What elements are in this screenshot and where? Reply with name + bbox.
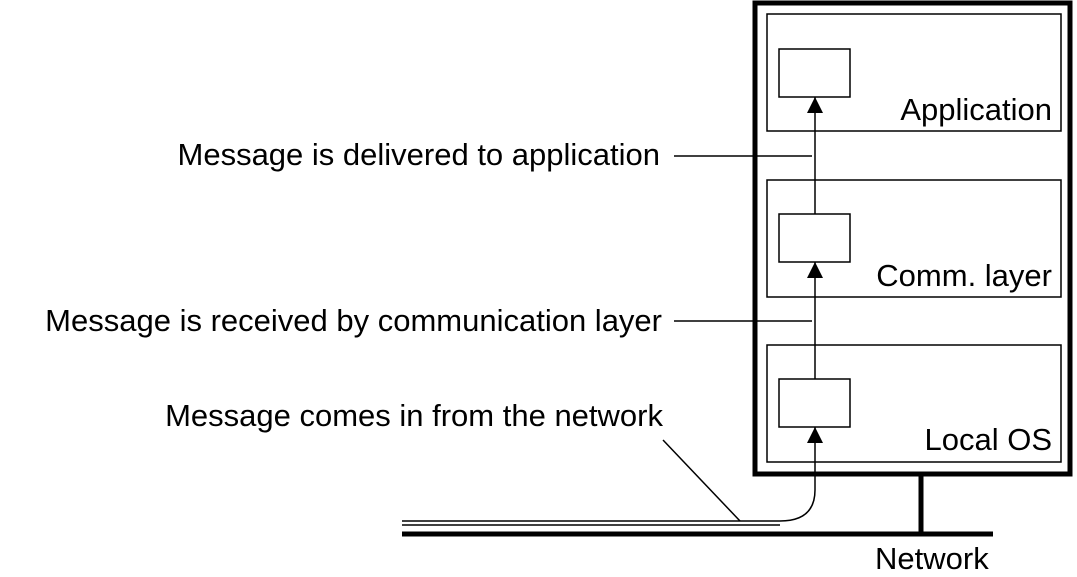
layer-local-os-box [766, 344, 1062, 463]
layer-comm-process-box [778, 213, 851, 263]
annotation-delivered: Message is delivered to application [178, 137, 661, 172]
layer-comm-label: Comm. layer [876, 258, 1052, 293]
layer-local-os-label: Local OS [924, 422, 1052, 457]
layer-local-os-process-box [778, 378, 851, 428]
annotation-incoming: Message comes in from the network [165, 398, 663, 433]
layer-application-label: Application [900, 92, 1052, 127]
annotation-received: Message is received by communication lay… [45, 303, 662, 338]
annotation-incoming-leader [662, 439, 741, 522]
layer-application: Application [766, 13, 1062, 132]
layer-local-os: Local OS [766, 344, 1062, 463]
machine-frame [752, 0, 1073, 477]
layer-comm: Comm. layer [766, 179, 1062, 298]
layer-application-process-box [778, 48, 851, 98]
incoming-message-path [402, 460, 816, 522]
network-label: Network [875, 541, 989, 576]
